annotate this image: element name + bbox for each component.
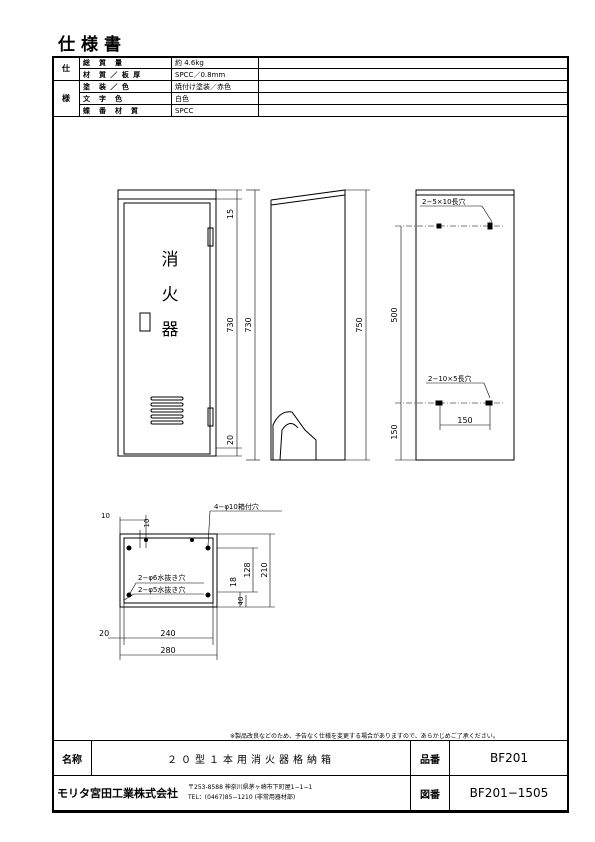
window-icon [139, 312, 151, 332]
front-label-1: 消 [162, 250, 179, 270]
spec-value: SPCC [171, 104, 259, 117]
spec-row: 蝶 番 材 質 SPCC [53, 104, 569, 117]
name-value: ２０型１本用消火器格納箱 [91, 740, 411, 776]
plan-dimensions [108, 510, 282, 660]
dim-hole-bottom: 2−10×5長穴 [428, 374, 472, 383]
dim-plan-240: 240 [160, 629, 175, 638]
dim-side-height-left: 730 [244, 317, 253, 332]
dim-rear-150h: 150 [457, 416, 472, 425]
company-cell: モリタ宮田工業株式会社 〒253-8588 神奈川県茅ヶ崎市下町屋1−1−1 T… [52, 775, 411, 811]
front-door [123, 202, 211, 455]
dim-plan-40: 40 [237, 597, 245, 606]
dim-hole-top: 2−5×10長穴 [422, 197, 466, 206]
rear-view [415, 189, 515, 461]
front-top-cap [117, 189, 217, 200]
hinge-bottom-icon [207, 407, 214, 427]
spec-row: 文 字 色 白色 [53, 92, 569, 105]
dim-plan-280: 280 [160, 646, 175, 655]
company-name: モリタ宮田工業株式会社 [57, 787, 178, 800]
title-block: 名称 ２０型１本用消火器格納箱 品番 BF201 モリタ宮田工業株式会社 〒25… [52, 740, 569, 811]
front-dimensions [216, 189, 242, 457]
dim-front-height: 730 [226, 317, 235, 332]
dim-rear-500: 500 [390, 307, 399, 322]
louver-icon [150, 396, 184, 425]
page-title: 仕様書 [58, 35, 127, 55]
plan-view [119, 533, 218, 608]
dim-plan-18: 18 [229, 577, 238, 587]
front-view [117, 189, 217, 457]
dim-front-top: 15 [226, 209, 235, 219]
disclaimer-note: ※製品改良などのため、予告なく仕様を変更する場合がありますので、あらかじめご了承… [230, 733, 499, 740]
front-body [117, 198, 217, 457]
hinge-top-icon [207, 227, 214, 247]
spec-side-label-bottom: 様 [52, 80, 80, 117]
side-dimensions [246, 189, 370, 461]
rear-holes [435, 222, 493, 406]
rear-dimensions [395, 205, 505, 461]
drawing-value: BF201−1505 [449, 775, 569, 811]
spec-table: 仕 総 質 量 約 4.6kg 材 質 ／ 板 厚 SPCC／0.8mm 様 塗… [52, 56, 569, 117]
spec-row: 仕 総 質 量 約 4.6kg [52, 56, 569, 81]
front-label-2: 火 [162, 285, 179, 305]
dim-plan-4phi: 4−φ10箱付穴 [214, 502, 259, 511]
spec-side-label-top: 仕 [52, 56, 80, 81]
part-label: 品番 [410, 740, 450, 776]
front-label-3: 器 [162, 320, 179, 340]
spec-key: 蝶 番 材 質 [79, 104, 172, 117]
dim-front-bottom: 20 [226, 435, 235, 445]
part-value: BF201 [449, 740, 569, 776]
company-address: 〒253-8588 神奈川県茅ヶ崎市下町屋1−1−1 [188, 784, 313, 791]
dim-plan-10a: 10 [101, 512, 110, 520]
drawing-label: 図番 [410, 775, 450, 811]
dim-plan-20: 20 [99, 629, 109, 638]
dim-plan-128: 128 [243, 562, 252, 577]
side-view [270, 189, 346, 461]
dim-plan-210: 210 [260, 562, 269, 577]
dim-plan-2phi5: 2−φ5水抜き穴 [138, 585, 185, 594]
dim-plan-10b: 10 [143, 519, 151, 528]
name-label: 名称 [52, 740, 92, 776]
dim-side-height: 750 [355, 317, 364, 332]
dim-plan-2phi6: 2−φ6水抜き穴 [138, 573, 185, 582]
company-tel: TEL：(0467)85−1210 (非常用器材部) [188, 794, 296, 801]
dim-rear-150v: 150 [390, 424, 399, 439]
spec-row: 様 塗 装 ／ 色 焼付け塗装／赤色 [52, 80, 569, 117]
